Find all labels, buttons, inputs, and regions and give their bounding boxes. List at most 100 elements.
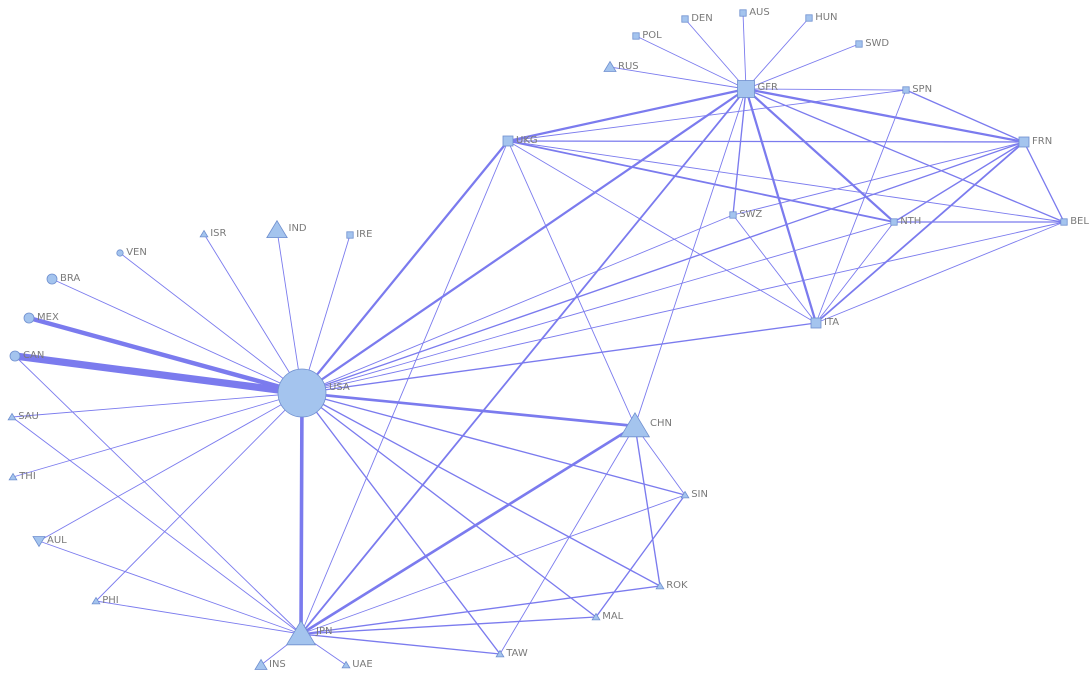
edge-usa-bel — [301, 221, 1065, 394]
node-spn[interactable]: SPN — [902, 84, 932, 95]
node-label: SIN — [691, 489, 708, 500]
edge-ukg-frn — [507, 140, 1025, 143]
node-square-icon — [890, 218, 898, 226]
node-square-icon — [902, 86, 910, 94]
node-square-icon — [729, 211, 737, 219]
node-label: ISR — [210, 228, 226, 239]
node-pol[interactable]: POL — [632, 30, 662, 41]
node-label: JPN — [315, 626, 332, 637]
node-label: GFR — [758, 82, 779, 93]
node-ire[interactable]: IRE — [346, 229, 373, 240]
node-label: NTH — [900, 216, 921, 227]
edge-frn-bel — [1023, 141, 1065, 223]
node-square-icon — [346, 231, 354, 239]
edge-spn-ita — [815, 89, 907, 324]
node-gfr[interactable]: GFR — [737, 80, 779, 98]
edge-gfr-nth — [744, 87, 896, 224]
node-triangle-icon — [7, 412, 17, 421]
node-phi[interactable]: PHI — [91, 595, 119, 606]
node-ukg[interactable]: UKG — [502, 135, 538, 147]
node-ind[interactable]: IND — [266, 219, 307, 239]
node-label: CHN — [650, 418, 672, 429]
node-label: USA — [329, 382, 350, 393]
edge-gfr-hun — [745, 17, 810, 90]
node-label: ITA — [824, 317, 839, 328]
edge-frn-spn — [905, 89, 1025, 143]
edge-gfr-bel — [745, 88, 1065, 223]
edge-usa-gfr — [300, 87, 748, 395]
node-rok[interactable]: ROK — [655, 580, 688, 591]
node-swd[interactable]: SWD — [855, 38, 890, 49]
edge-usa-ire — [301, 234, 351, 394]
node-usa[interactable]: USA — [277, 368, 350, 418]
node-swz[interactable]: SWZ — [729, 209, 763, 220]
node-jpn[interactable]: JPN — [285, 620, 333, 646]
node-sin[interactable]: SIN — [680, 489, 708, 500]
node-sau[interactable]: SAU — [7, 411, 39, 422]
node-rus[interactable]: RUS — [603, 60, 639, 72]
edge-usa-jpn — [299, 391, 304, 636]
node-taw[interactable]: TAW — [495, 648, 528, 659]
node-circle-icon — [277, 368, 327, 418]
node-triangle-icon — [8, 472, 18, 481]
node-uae[interactable]: UAE — [341, 659, 373, 670]
node-label: AUL — [47, 535, 67, 546]
node-chn[interactable]: CHN — [619, 412, 672, 438]
edge-chn-sin — [634, 425, 686, 496]
node-hun[interactable]: HUN — [805, 12, 838, 23]
edge-frn-swz — [732, 141, 1025, 216]
node-label: SPN — [912, 84, 932, 95]
node-isr[interactable]: ISR — [199, 228, 226, 239]
edge-ukg-bel — [507, 140, 1065, 223]
node-bra[interactable]: BRA — [46, 273, 80, 285]
node-den[interactable]: DEN — [681, 13, 713, 24]
edge-nth-ita — [815, 221, 895, 324]
edge-usa-chn — [300, 391, 637, 428]
node-label: BRA — [60, 273, 80, 284]
node-ita[interactable]: ITA — [810, 317, 839, 329]
edge-jpn-mal — [300, 616, 597, 635]
edge-ukg-gfr — [506, 87, 748, 143]
edge-gfr-den — [684, 18, 747, 90]
edge-gfr-spn — [745, 88, 907, 91]
node-circle-icon — [23, 312, 35, 324]
edge-gfr-rus — [609, 66, 747, 90]
node-label: IRE — [356, 229, 372, 240]
node-label: TAW — [505, 648, 528, 659]
edge-usa-aul — [38, 392, 303, 542]
node-label: UKG — [516, 135, 538, 146]
edge-usa-sin — [301, 392, 686, 496]
node-triangle-icon — [91, 596, 101, 605]
node-triangle-down-icon — [32, 536, 46, 548]
edge-can-jpn — [14, 355, 302, 635]
edge-ukg-ita — [507, 140, 817, 324]
node-triangle-icon — [680, 490, 690, 499]
node-nth[interactable]: NTH — [890, 216, 922, 227]
node-circle-icon — [46, 273, 58, 285]
node-frn[interactable]: FRN — [1018, 136, 1052, 148]
node-can[interactable]: CAN — [9, 350, 44, 362]
edge-bel-ita — [815, 221, 1065, 324]
node-thi[interactable]: THI — [8, 471, 36, 482]
node-ins[interactable]: INS — [254, 658, 286, 670]
edges-layer — [11, 12, 1065, 666]
node-aus[interactable]: AUS — [739, 7, 770, 18]
node-aul[interactable]: AUL — [32, 535, 67, 548]
edge-usa-isr — [203, 233, 303, 394]
node-bel[interactable]: BEL — [1060, 216, 1090, 227]
edge-usa-mex — [26, 315, 305, 396]
node-triangle-icon — [341, 660, 351, 669]
node-label: DEN — [691, 13, 713, 24]
node-triangle-icon — [655, 581, 665, 590]
node-label: MEX — [37, 312, 59, 323]
node-triangle-icon — [266, 219, 288, 239]
node-mal[interactable]: MAL — [591, 611, 624, 622]
node-label: BEL — [1070, 216, 1089, 227]
node-triangle-icon — [619, 412, 651, 438]
edge-gfr-ita — [744, 87, 818, 325]
node-mex[interactable]: MEX — [23, 312, 59, 324]
node-label: ROK — [666, 580, 688, 591]
edge-ukg-spn — [507, 89, 907, 142]
node-ven[interactable]: VEN — [116, 247, 147, 258]
edge-mal-sin — [595, 494, 686, 618]
